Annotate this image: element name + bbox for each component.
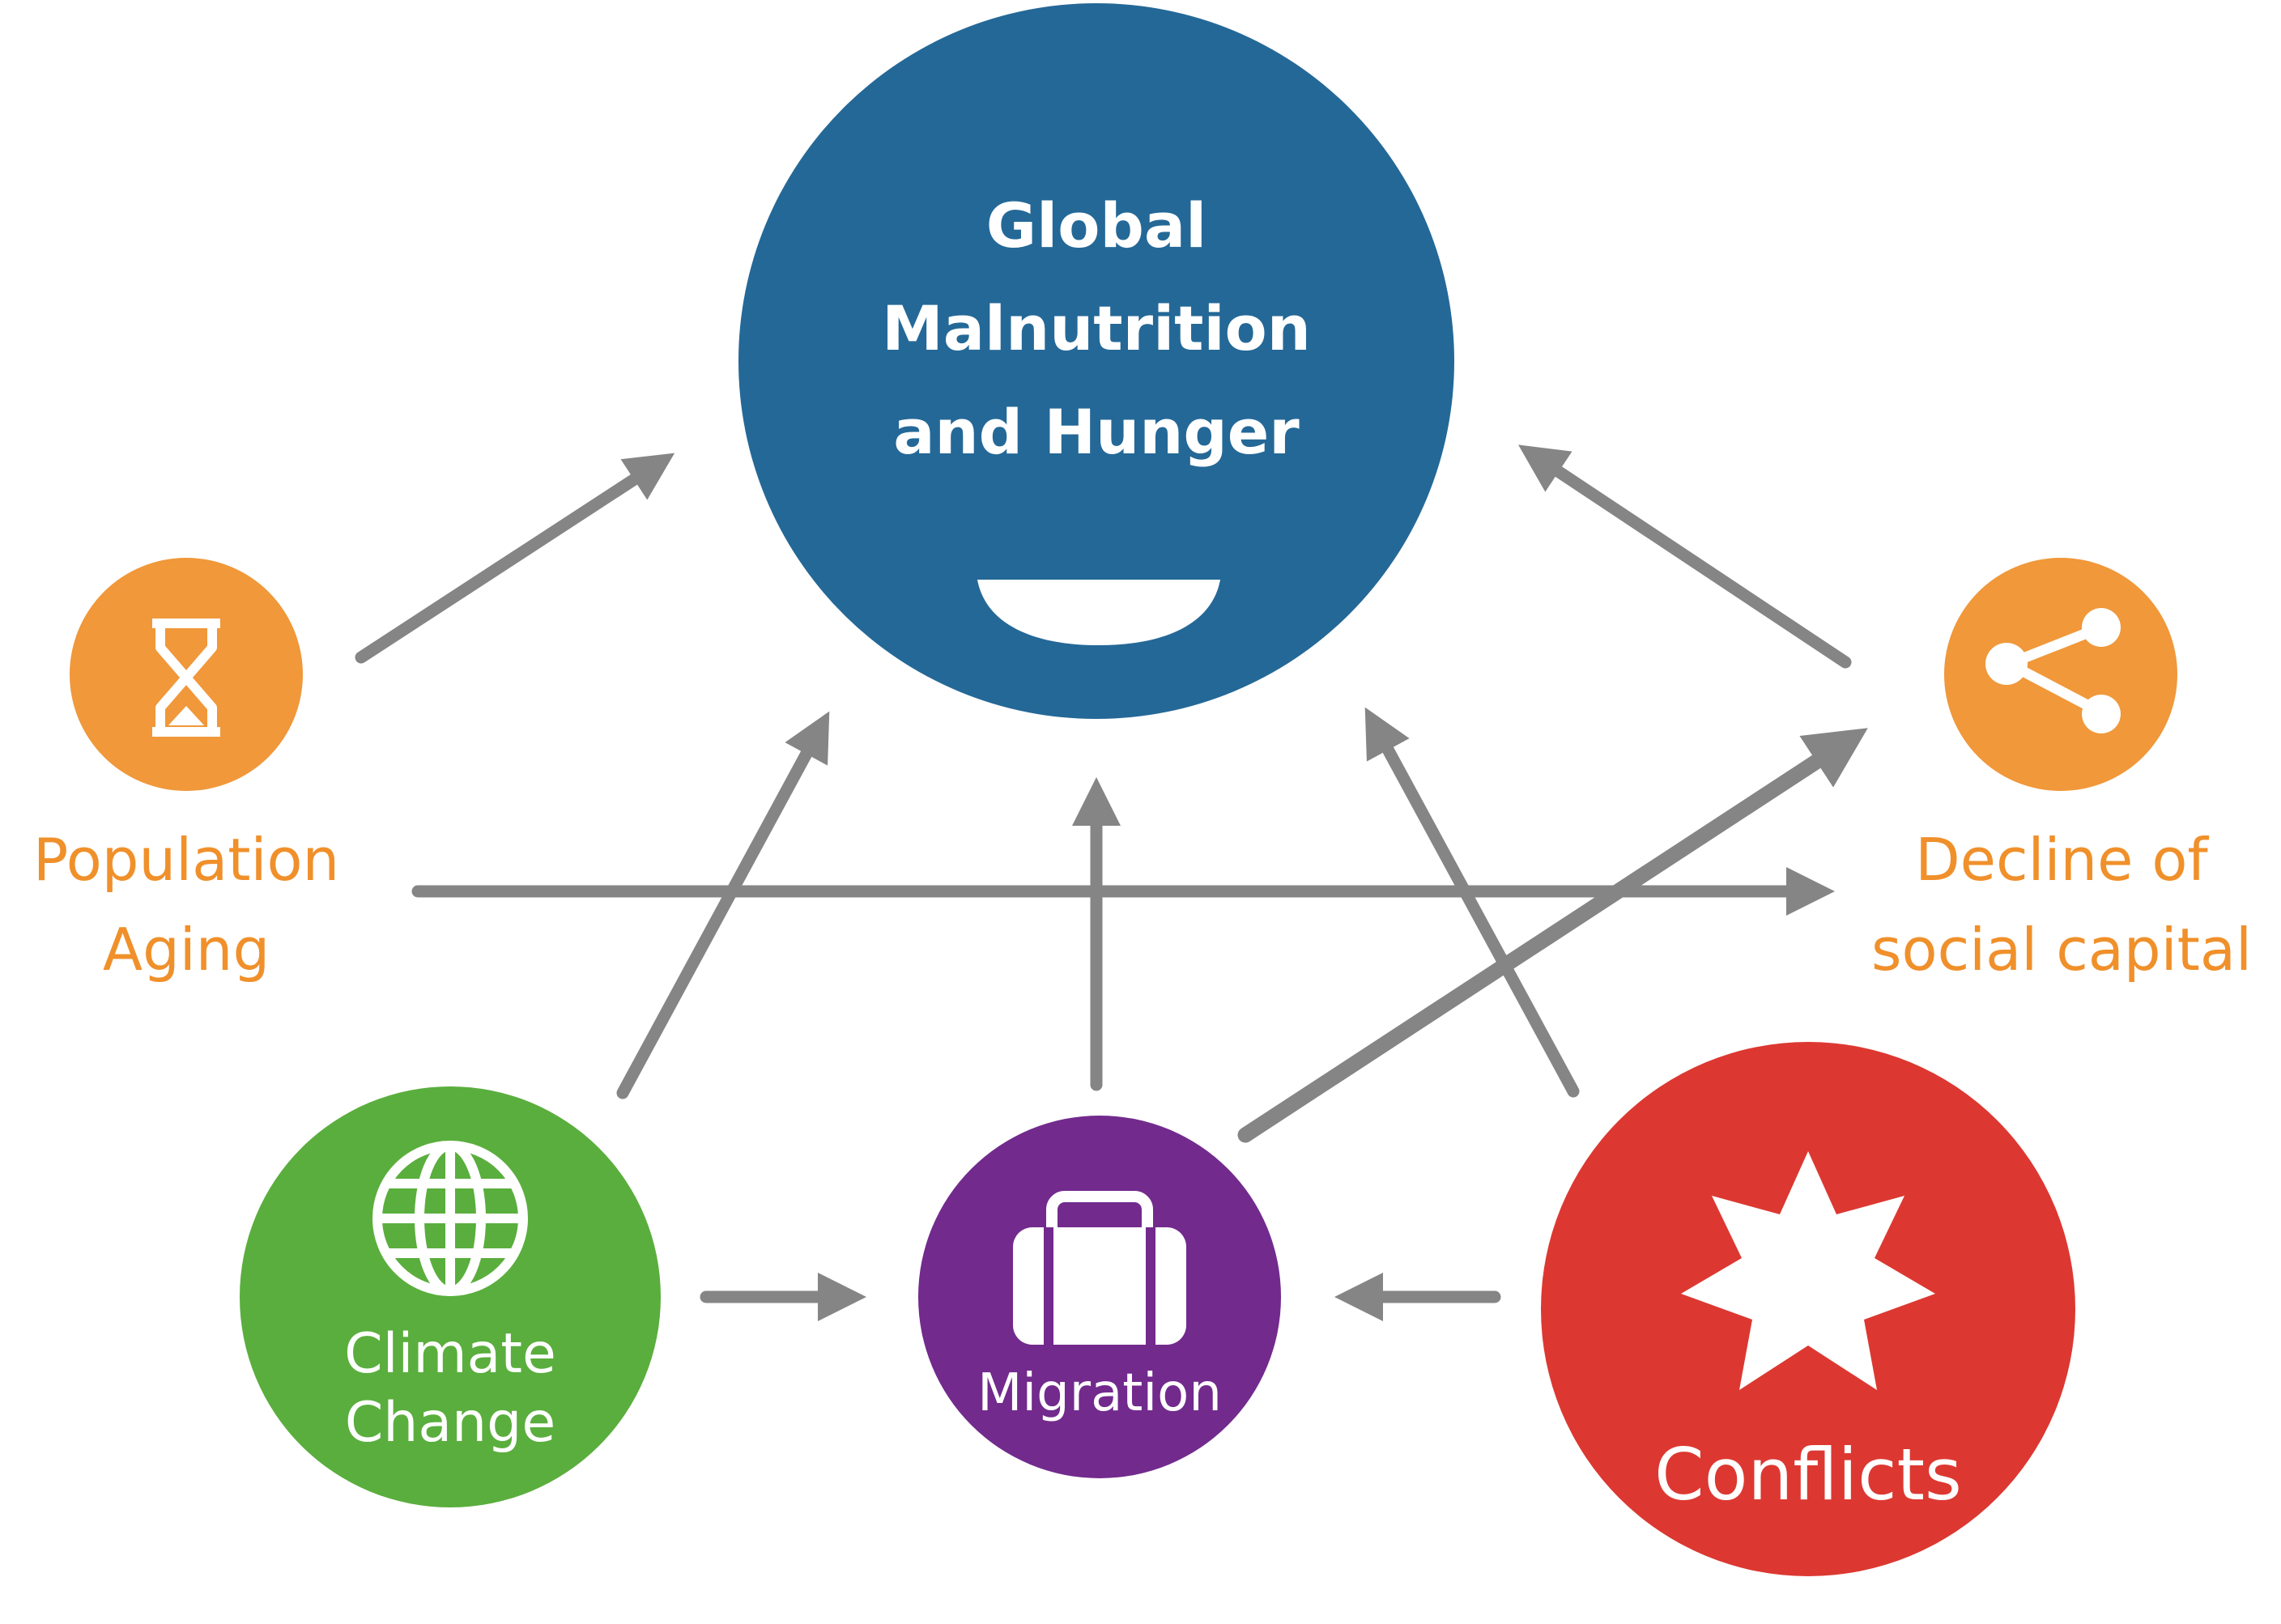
migration-label: Migration — [977, 1363, 1222, 1423]
global-title-line-1: Global — [986, 189, 1206, 261]
conflicts-label: Conflicts — [1654, 1433, 1962, 1516]
edge-conflicts-to-global — [1364, 707, 1580, 1098]
population-aging-label-line-1: Population — [33, 826, 339, 894]
edges — [355, 444, 1868, 1321]
node-decline-social-capital: Decline of social capital — [1871, 558, 2252, 984]
climate-change-circle — [240, 1086, 661, 1507]
suitcase-icon — [1013, 1191, 1186, 1345]
decline-label-line-2: social capital — [1871, 916, 2252, 984]
edge-aging-to-global — [355, 453, 675, 664]
global-malnutrition-circle — [738, 3, 1454, 719]
node-global-malnutrition: Global Malnutrition and Hunger — [738, 3, 1454, 719]
smile-icon — [977, 580, 1220, 645]
node-conflicts: Conflicts — [1541, 1042, 2075, 1576]
globe-icon — [372, 1141, 528, 1296]
node-migration: Migration — [918, 1116, 1281, 1478]
edge-migration-to-decline — [1237, 728, 1868, 1143]
node-climate-change: Climate Change — [240, 1086, 661, 1507]
node-population-aging: Population Aging — [33, 558, 339, 984]
edge-climate-to-global — [616, 711, 830, 1099]
hourglass-icon — [152, 619, 220, 737]
edge-decline-to-global — [1518, 444, 1852, 669]
population-aging-label-line-2: Aging — [103, 916, 270, 984]
global-title-line-3: and Hunger — [893, 396, 1300, 468]
decline-social-capital-circle — [1944, 558, 2177, 791]
decline-label-line-1: Decline of — [1915, 826, 2209, 894]
climate-change-label-line-1: Climate — [344, 1322, 556, 1386]
star-icon — [1681, 1151, 1935, 1390]
share-icon — [1985, 608, 2121, 733]
climate-change-label-line-2: Change — [345, 1391, 555, 1455]
global-title-line-2: Malnutrition — [882, 292, 1311, 364]
